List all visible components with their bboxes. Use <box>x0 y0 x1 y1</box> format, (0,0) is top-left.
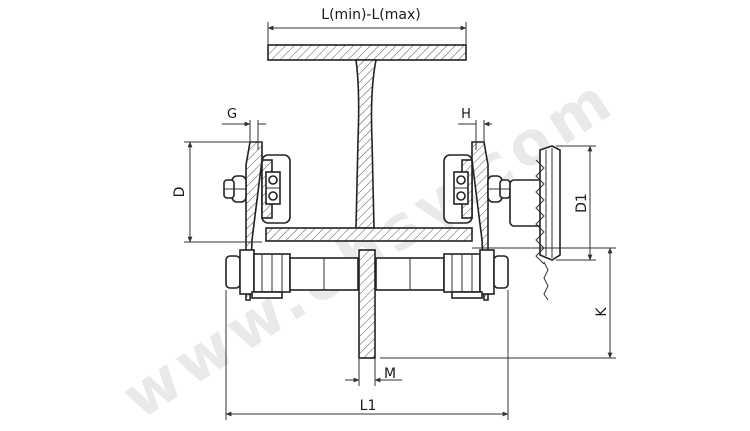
label-d1: D1 <box>574 193 590 213</box>
hanger-plate <box>358 249 376 359</box>
cross-shaft <box>225 249 509 359</box>
label-k: K <box>594 307 610 317</box>
i-beam <box>265 44 473 242</box>
label-d: D <box>172 187 188 198</box>
label-h: H <box>461 107 471 122</box>
label-l-range: L(min)-L(max) <box>321 7 420 23</box>
dimension-lines <box>184 22 616 420</box>
beam-web <box>355 59 377 229</box>
beam-bottom-flange <box>265 227 473 242</box>
beam-top-flange <box>267 44 467 61</box>
label-l1: L1 <box>360 398 377 414</box>
label-g: G <box>227 107 237 122</box>
hand-chain-wheel <box>509 145 561 301</box>
label-m: M <box>384 366 396 382</box>
